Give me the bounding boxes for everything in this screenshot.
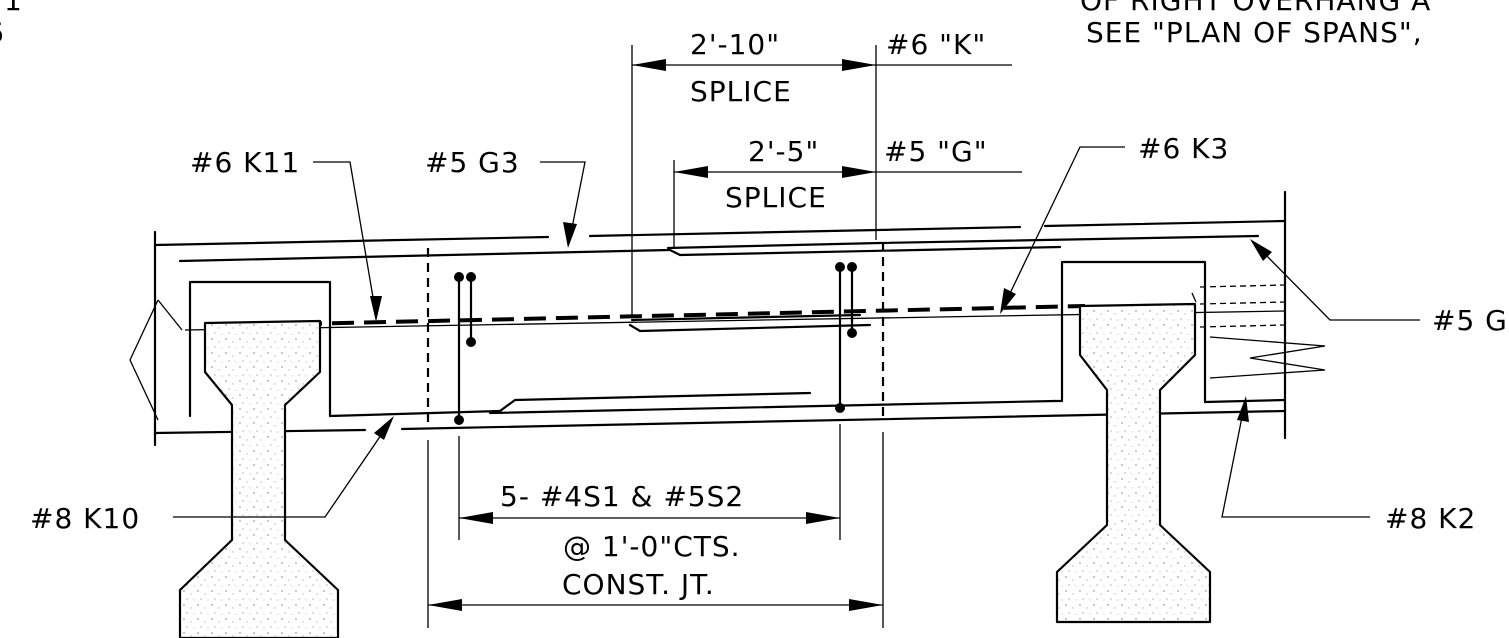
- overhang-note-line-2: SEE "PLAN OF SPANS",: [1086, 16, 1423, 49]
- stirrups-right: [835, 262, 857, 413]
- break-line-right: [1209, 336, 1326, 379]
- dim-stirrups: [458, 424, 841, 540]
- leader-g1: [1250, 239, 1420, 321]
- stirrups-left: [454, 272, 476, 425]
- dim-g-splice-word: SPLICE: [725, 181, 827, 214]
- corner-text-2: 6: [0, 16, 5, 49]
- callout-bar-k: #6 "K": [886, 28, 986, 61]
- label-bar-g1: #5 G1: [1432, 304, 1509, 337]
- dim-k-splice-length: 2'-10": [690, 28, 780, 61]
- label-stirrups-count: 5- #4S1 & #5S2: [500, 480, 744, 513]
- leader-k11: [313, 161, 382, 322]
- label-bar-k10: #8 K10: [30, 502, 140, 535]
- leader-k10: [173, 416, 394, 518]
- dim-k-splice-word: SPLICE: [690, 75, 792, 108]
- girder-right: [1055, 302, 1212, 624]
- leader-g3: [540, 161, 586, 248]
- label-bar-g3: #5 G3: [425, 146, 520, 179]
- callout-bar-g: #5 "G": [884, 135, 988, 168]
- dim-k-splice: [631, 45, 1012, 318]
- corner-text-1: 1: [4, 0, 23, 17]
- splice-bar-k-lower: [628, 323, 872, 333]
- dim-const-joint: [427, 432, 884, 628]
- leader-k3: [1000, 146, 1125, 314]
- top-bars-g: [178, 234, 1260, 263]
- dim-g-splice-length: 2'-5": [748, 135, 819, 168]
- label-bar-k2: #8 K2: [1385, 502, 1476, 535]
- break-line-left: [129, 299, 159, 421]
- overhang-dashed: [1191, 284, 1286, 328]
- splice-bar-k: [630, 313, 862, 322]
- bar-k3-k11-dashed: [299, 304, 1086, 326]
- label-const-joint: CONST. JT.: [562, 568, 715, 601]
- girder-left: [178, 319, 340, 638]
- dim-g-splice: [673, 160, 1022, 248]
- label-bar-k11: #6 K11: [190, 146, 300, 179]
- leader-k2: [1221, 396, 1370, 518]
- label-stirrups-spacing: @ 1'-0"CTS.: [563, 530, 741, 563]
- break-line-left-b: [157, 299, 183, 331]
- label-bar-k3: #6 K3: [1138, 132, 1229, 165]
- overhang-note-line-1: OF RIGHT OVERHANG A: [1080, 0, 1431, 17]
